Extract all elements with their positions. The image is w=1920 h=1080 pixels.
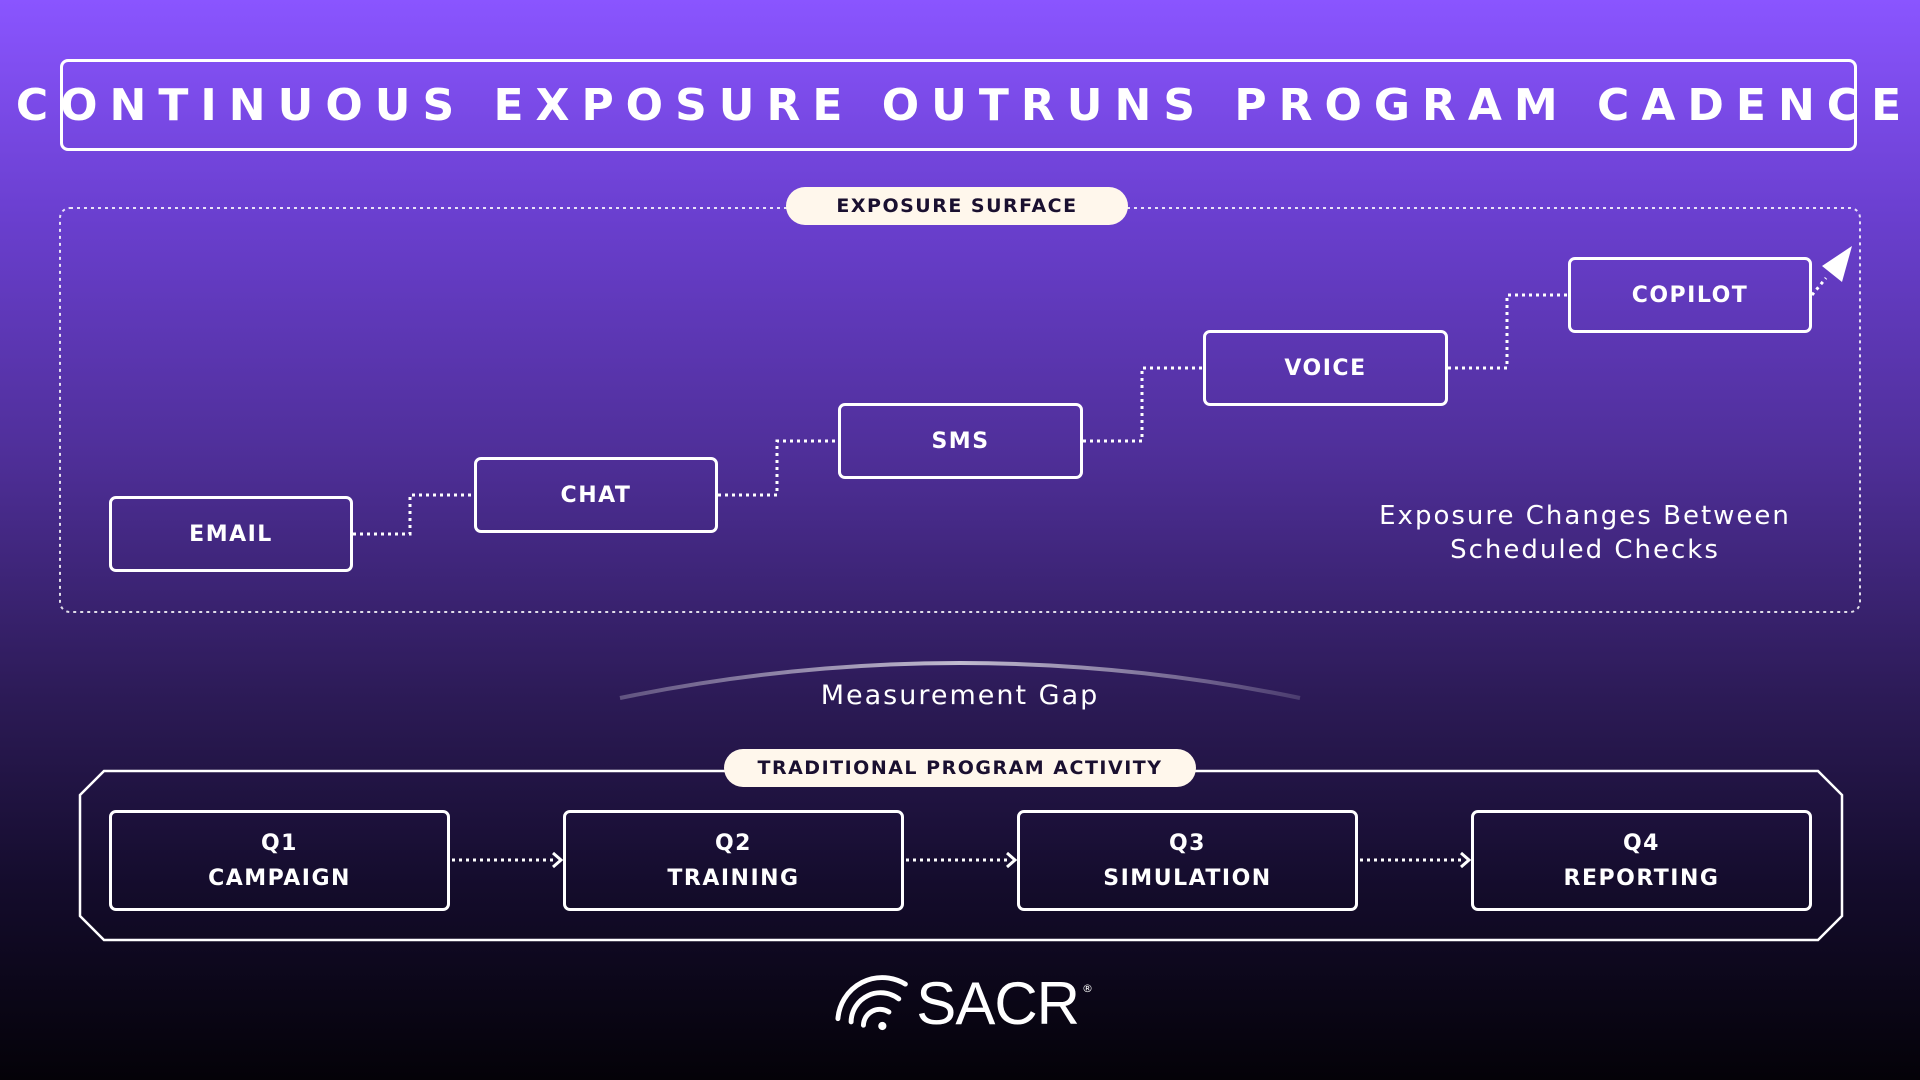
channel-box-voice: VOICE <box>1203 330 1448 406</box>
quarter-activity: CAMPAIGN <box>208 865 351 891</box>
connector-voice-copilot <box>1448 293 1568 370</box>
page-title: CONTINUOUS EXPOSURE OUTRUNS PROGRAM CADE… <box>15 79 1914 131</box>
exposure-note-line1: Exposure Changes Between <box>1379 501 1791 531</box>
channel-label: EMAIL <box>189 521 273 547</box>
quarter-activity: TRAINING <box>667 865 800 891</box>
exposure-note: Exposure Changes Between Scheduled Check… <box>1330 499 1840 567</box>
program-activity-label: TRADITIONAL PROGRAM ACTIVITY <box>724 749 1196 787</box>
channel-label: VOICE <box>1284 355 1367 381</box>
connector-copilot-arrow <box>1810 277 1828 296</box>
measurement-gap-label: Measurement Gap <box>820 680 1100 711</box>
quarter-box-q2: Q2 TRAINING <box>563 810 904 911</box>
registered-mark: ® <box>1082 981 1093 995</box>
arrow-q2-q3-head <box>1006 851 1018 869</box>
channel-box-sms: SMS <box>838 403 1083 479</box>
arrow-head-icon <box>1822 246 1852 282</box>
quarter-number: Q4 <box>1622 830 1660 856</box>
quarter-activity: REPORTING <box>1563 865 1720 891</box>
channel-label: SMS <box>931 428 990 454</box>
channel-box-email: EMAIL <box>109 496 353 572</box>
exposure-note-line2: Scheduled Checks <box>1450 535 1720 565</box>
quarter-box-q1: Q1 CAMPAIGN <box>109 810 450 911</box>
arrow-q1-q2-head <box>552 851 564 869</box>
channel-label: COPILOT <box>1631 282 1749 308</box>
quarter-number: Q2 <box>714 830 752 856</box>
channel-box-chat: CHAT <box>474 457 718 533</box>
channel-label: CHAT <box>560 482 632 508</box>
sacr-logo: SACR ® <box>833 968 1093 1038</box>
quarter-number: Q3 <box>1168 830 1206 856</box>
title-banner: CONTINUOUS EXPOSURE OUTRUNS PROGRAM CADE… <box>16 59 1901 151</box>
quarter-box-q3: Q3 SIMULATION <box>1017 810 1358 911</box>
quarter-activity: SIMULATION <box>1103 865 1272 891</box>
connector-chat-sms <box>718 439 838 497</box>
signal-waves-icon <box>835 975 908 1031</box>
exposure-surface-label: EXPOSURE SURFACE <box>786 187 1128 225</box>
connector-email-chat <box>353 493 474 536</box>
connector-sms-voice <box>1083 366 1203 443</box>
program-frame <box>78 769 1844 942</box>
quarter-number: Q1 <box>260 830 298 856</box>
quarter-box-q4: Q4 REPORTING <box>1471 810 1812 911</box>
channel-box-copilot: COPILOT <box>1568 257 1812 333</box>
measurement-gap-arc <box>619 661 1301 700</box>
arrow-q3-q4-head <box>1460 851 1472 869</box>
logo-wordmark: SACR <box>916 969 1080 1037</box>
